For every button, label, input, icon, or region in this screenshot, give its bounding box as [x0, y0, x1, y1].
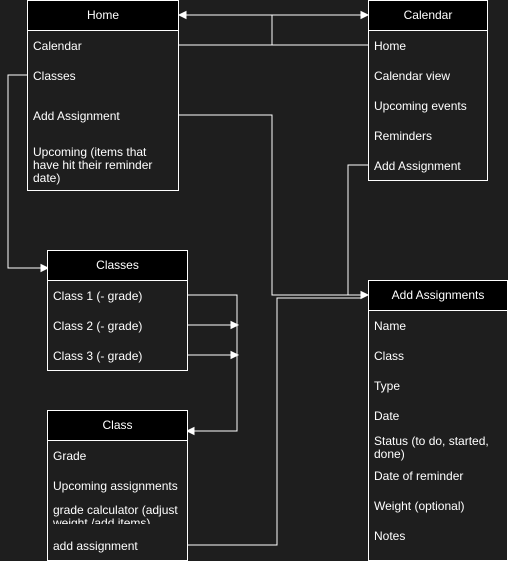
arrowhead-class3 [230, 350, 240, 360]
add-assignments-item-weight[interactable]: Weight (optional) [374, 499, 465, 513]
arrowhead-home-side [177, 10, 187, 20]
arrowhead-add-assignments-1 [360, 290, 370, 300]
add-assignments-item-class[interactable]: Class [374, 349, 405, 363]
add-assignments-item-name[interactable]: Name [374, 319, 407, 333]
add-assignments-item-date-of-reminder[interactable]: Date of reminder [374, 469, 464, 483]
add-assignments-box[interactable]: Add Assignments Name Class Type Date Sta… [368, 280, 508, 561]
class-item-add-assignment[interactable]: add assignment [53, 539, 138, 553]
add-assignments-item-notes[interactable]: Notes [374, 529, 406, 543]
connector-home-classes [7, 74, 41, 269]
class-item-grade[interactable]: Grade [53, 449, 87, 463]
classes-item-class3[interactable]: Class 3 (- grade) [53, 349, 143, 363]
calendar-item-upcoming-events[interactable]: Upcoming events [374, 99, 467, 113]
home-item-upcoming[interactable]: Upcoming (items that have hit their remi… [33, 145, 153, 185]
calendar-item-calendar-view[interactable]: Calendar view [374, 69, 451, 83]
class-box[interactable]: Class Grade Upcoming assignments grade c… [47, 410, 188, 561]
class-item-upcoming-assignments[interactable]: Upcoming assignments [53, 479, 178, 493]
classes-item-class2[interactable]: Class 2 (- grade) [53, 319, 143, 333]
calendar-box[interactable]: Calendar Home Calendar view Upcoming eve… [368, 0, 488, 181]
connector-home-add-assignment [178, 114, 361, 296]
home-box[interactable]: Home Calendar Classes Add Assignment Upc… [27, 0, 179, 191]
calendar-item-add-assignment[interactable]: Add Assignment [374, 159, 461, 173]
arrowhead-class [185, 426, 195, 436]
classes-title: Classes [48, 251, 187, 281]
add-assignments-item-date[interactable]: Date [374, 409, 400, 423]
connector-class1 [188, 294, 238, 432]
classes-box[interactable]: Classes Class 1 (- grade) Class 2 (- gra… [47, 250, 188, 371]
connector-calendar-add-assignment [347, 164, 368, 295]
home-title: Home [28, 1, 178, 31]
home-item-classes[interactable]: Classes [33, 69, 76, 83]
classes-item-class1[interactable]: Class 1 (- grade) [53, 289, 143, 303]
calendar-title: Calendar [369, 1, 487, 31]
add-assignments-item-status[interactable]: Status (to do, started, done) [374, 434, 489, 461]
calendar-item-home[interactable]: Home [374, 39, 407, 53]
class-item-grade-calculator[interactable]: grade calculator (adjust weight /add ite… [53, 504, 178, 524]
arrowhead-class2 [230, 320, 240, 330]
home-item-calendar[interactable]: Calendar [33, 39, 82, 53]
add-assignments-title: Add Assignments [369, 281, 507, 311]
calendar-item-reminders[interactable]: Reminders [374, 129, 433, 143]
arrowhead-classes [40, 263, 50, 273]
class-title: Class [48, 411, 187, 441]
connector-class-add-assignment [188, 297, 361, 546]
add-assignments-item-type[interactable]: Type [374, 379, 401, 393]
home-item-add-assignment[interactable]: Add Assignment [33, 109, 120, 123]
connector-home-calendar-item [178, 15, 273, 46]
arrowhead-calendar-side [360, 10, 370, 20]
